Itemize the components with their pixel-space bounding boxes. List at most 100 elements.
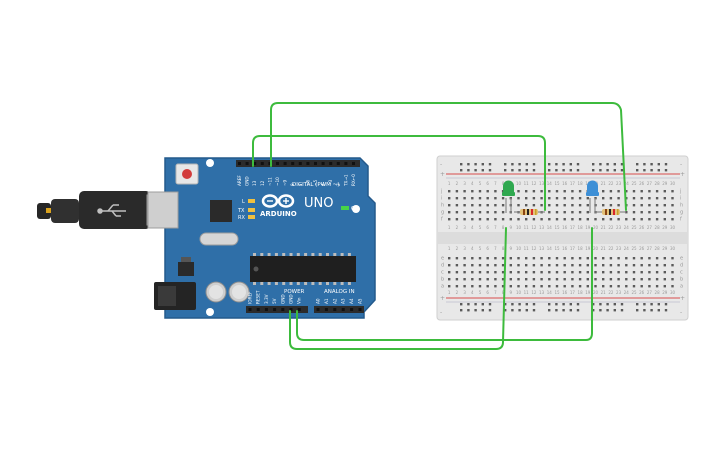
header-pin-hole[interactable] [281,308,285,311]
breadboard-hole[interactable] [471,218,474,221]
breadboard-hole[interactable] [640,218,643,221]
rail-hole[interactable] [643,303,646,306]
breadboard-hole[interactable] [578,204,582,207]
breadboard-hole[interactable] [586,271,589,274]
rail-hole[interactable] [636,309,639,312]
breadboard-hole[interactable] [548,190,551,193]
rail-hole[interactable] [511,303,514,306]
breadboard-hole[interactable] [525,204,528,207]
breadboard-hole[interactable] [486,285,489,288]
breadboard-hole[interactable] [486,264,489,267]
breadboard-hole[interactable] [617,257,620,260]
rail-hole[interactable] [548,303,551,306]
resistor-left[interactable] [514,209,545,215]
led-blue[interactable] [586,180,599,213]
breadboard-hole[interactable] [455,211,459,214]
breadboard-hole[interactable] [471,285,474,288]
header-pin-hole[interactable] [264,308,268,311]
rail-hole[interactable] [562,163,565,166]
rail-hole[interactable] [664,163,668,166]
breadboard-hole[interactable] [655,211,659,214]
breadboard-hole[interactable] [517,197,520,200]
rail-hole[interactable] [488,163,492,166]
breadboard-hole[interactable] [632,211,636,214]
rail-hole[interactable] [488,309,492,312]
rail-hole[interactable] [592,309,595,312]
breadboard-hole[interactable] [532,278,536,281]
breadboard-hole[interactable] [625,271,628,274]
breadboard-hole[interactable] [617,190,620,193]
breadboard-hole[interactable] [532,285,536,288]
breadboard-hole[interactable] [563,190,566,193]
breadboard-hole[interactable] [448,190,451,193]
header-pin-hole[interactable] [324,308,328,311]
breadboard-hole[interactable] [571,197,574,200]
header-pin-hole[interactable] [321,162,325,165]
breadboard-hole[interactable] [617,218,620,221]
breadboard-hole[interactable] [517,271,520,274]
breadboard-hole[interactable] [455,218,459,221]
breadboard-hole[interactable] [532,257,536,260]
breadboard-hole[interactable] [494,285,497,288]
rail-hole[interactable] [474,309,477,312]
rail-hole[interactable] [643,309,646,312]
breadboard-hole[interactable] [517,285,520,288]
breadboard-hole[interactable] [548,264,551,267]
rail-hole[interactable] [474,303,477,306]
rail-hole[interactable] [636,169,639,172]
breadboard-hole[interactable] [602,257,605,260]
breadboard-hole[interactable] [571,278,574,281]
breadboard-hole[interactable] [609,278,613,281]
breadboard-hole[interactable] [486,218,489,221]
breadboard-hole[interactable] [494,218,497,221]
breadboard-hole[interactable] [609,285,613,288]
rail-hole[interactable] [548,163,551,166]
rail-hole[interactable] [548,169,551,172]
breadboard-hole[interactable] [463,278,466,281]
breadboard-hole[interactable] [555,211,559,214]
breadboard-hole[interactable] [602,271,605,274]
power-header[interactable] [246,306,308,313]
breadboard-hole[interactable] [471,257,474,260]
breadboard-hole[interactable] [571,264,574,267]
wire-pin11-to-resistor-right[interactable] [270,102,627,211]
breadboard-hole[interactable] [494,190,497,193]
breadboard-hole[interactable] [617,285,620,288]
breadboard-hole[interactable] [671,218,674,221]
breadboard-hole[interactable] [555,257,559,260]
breadboard-hole[interactable] [640,257,643,260]
breadboard-hole[interactable] [609,257,613,260]
breadboard-hole[interactable] [640,285,643,288]
rail-hole[interactable] [532,303,536,306]
rail-hole[interactable] [606,309,609,312]
breadboard-hole[interactable] [540,218,543,221]
breadboard-hole[interactable] [617,197,620,200]
breadboard-hole[interactable] [455,197,459,200]
breadboard-hole[interactable] [578,211,582,214]
breadboard-hole[interactable] [640,264,643,267]
rail-hole[interactable] [599,309,602,312]
breadboard-hole[interactable] [448,285,451,288]
breadboard-hole[interactable] [617,264,620,267]
header-pin-hole[interactable] [344,162,348,165]
breadboard-hole[interactable] [478,285,482,288]
breadboard-hole[interactable] [655,285,659,288]
rail-hole[interactable] [460,309,463,312]
rail-hole[interactable] [518,169,521,172]
rail-hole[interactable] [562,309,565,312]
breadboard-hole[interactable] [501,211,505,214]
breadboard-hole[interactable] [655,218,659,221]
breadboard-hole[interactable] [540,264,543,267]
rail-hole[interactable] [474,163,477,166]
breadboard-hole[interactable] [602,197,605,200]
breadboard-hole[interactable] [486,211,489,214]
rail-hole[interactable] [620,163,624,166]
breadboard-hole[interactable] [655,278,659,281]
header-pin-hole[interactable] [306,162,310,165]
breadboard-hole[interactable] [578,271,582,274]
breadboard-hole[interactable] [463,204,466,207]
breadboard-hole[interactable] [486,278,489,281]
breadboard-hole[interactable] [602,190,605,193]
breadboard-hole[interactable] [671,278,674,281]
